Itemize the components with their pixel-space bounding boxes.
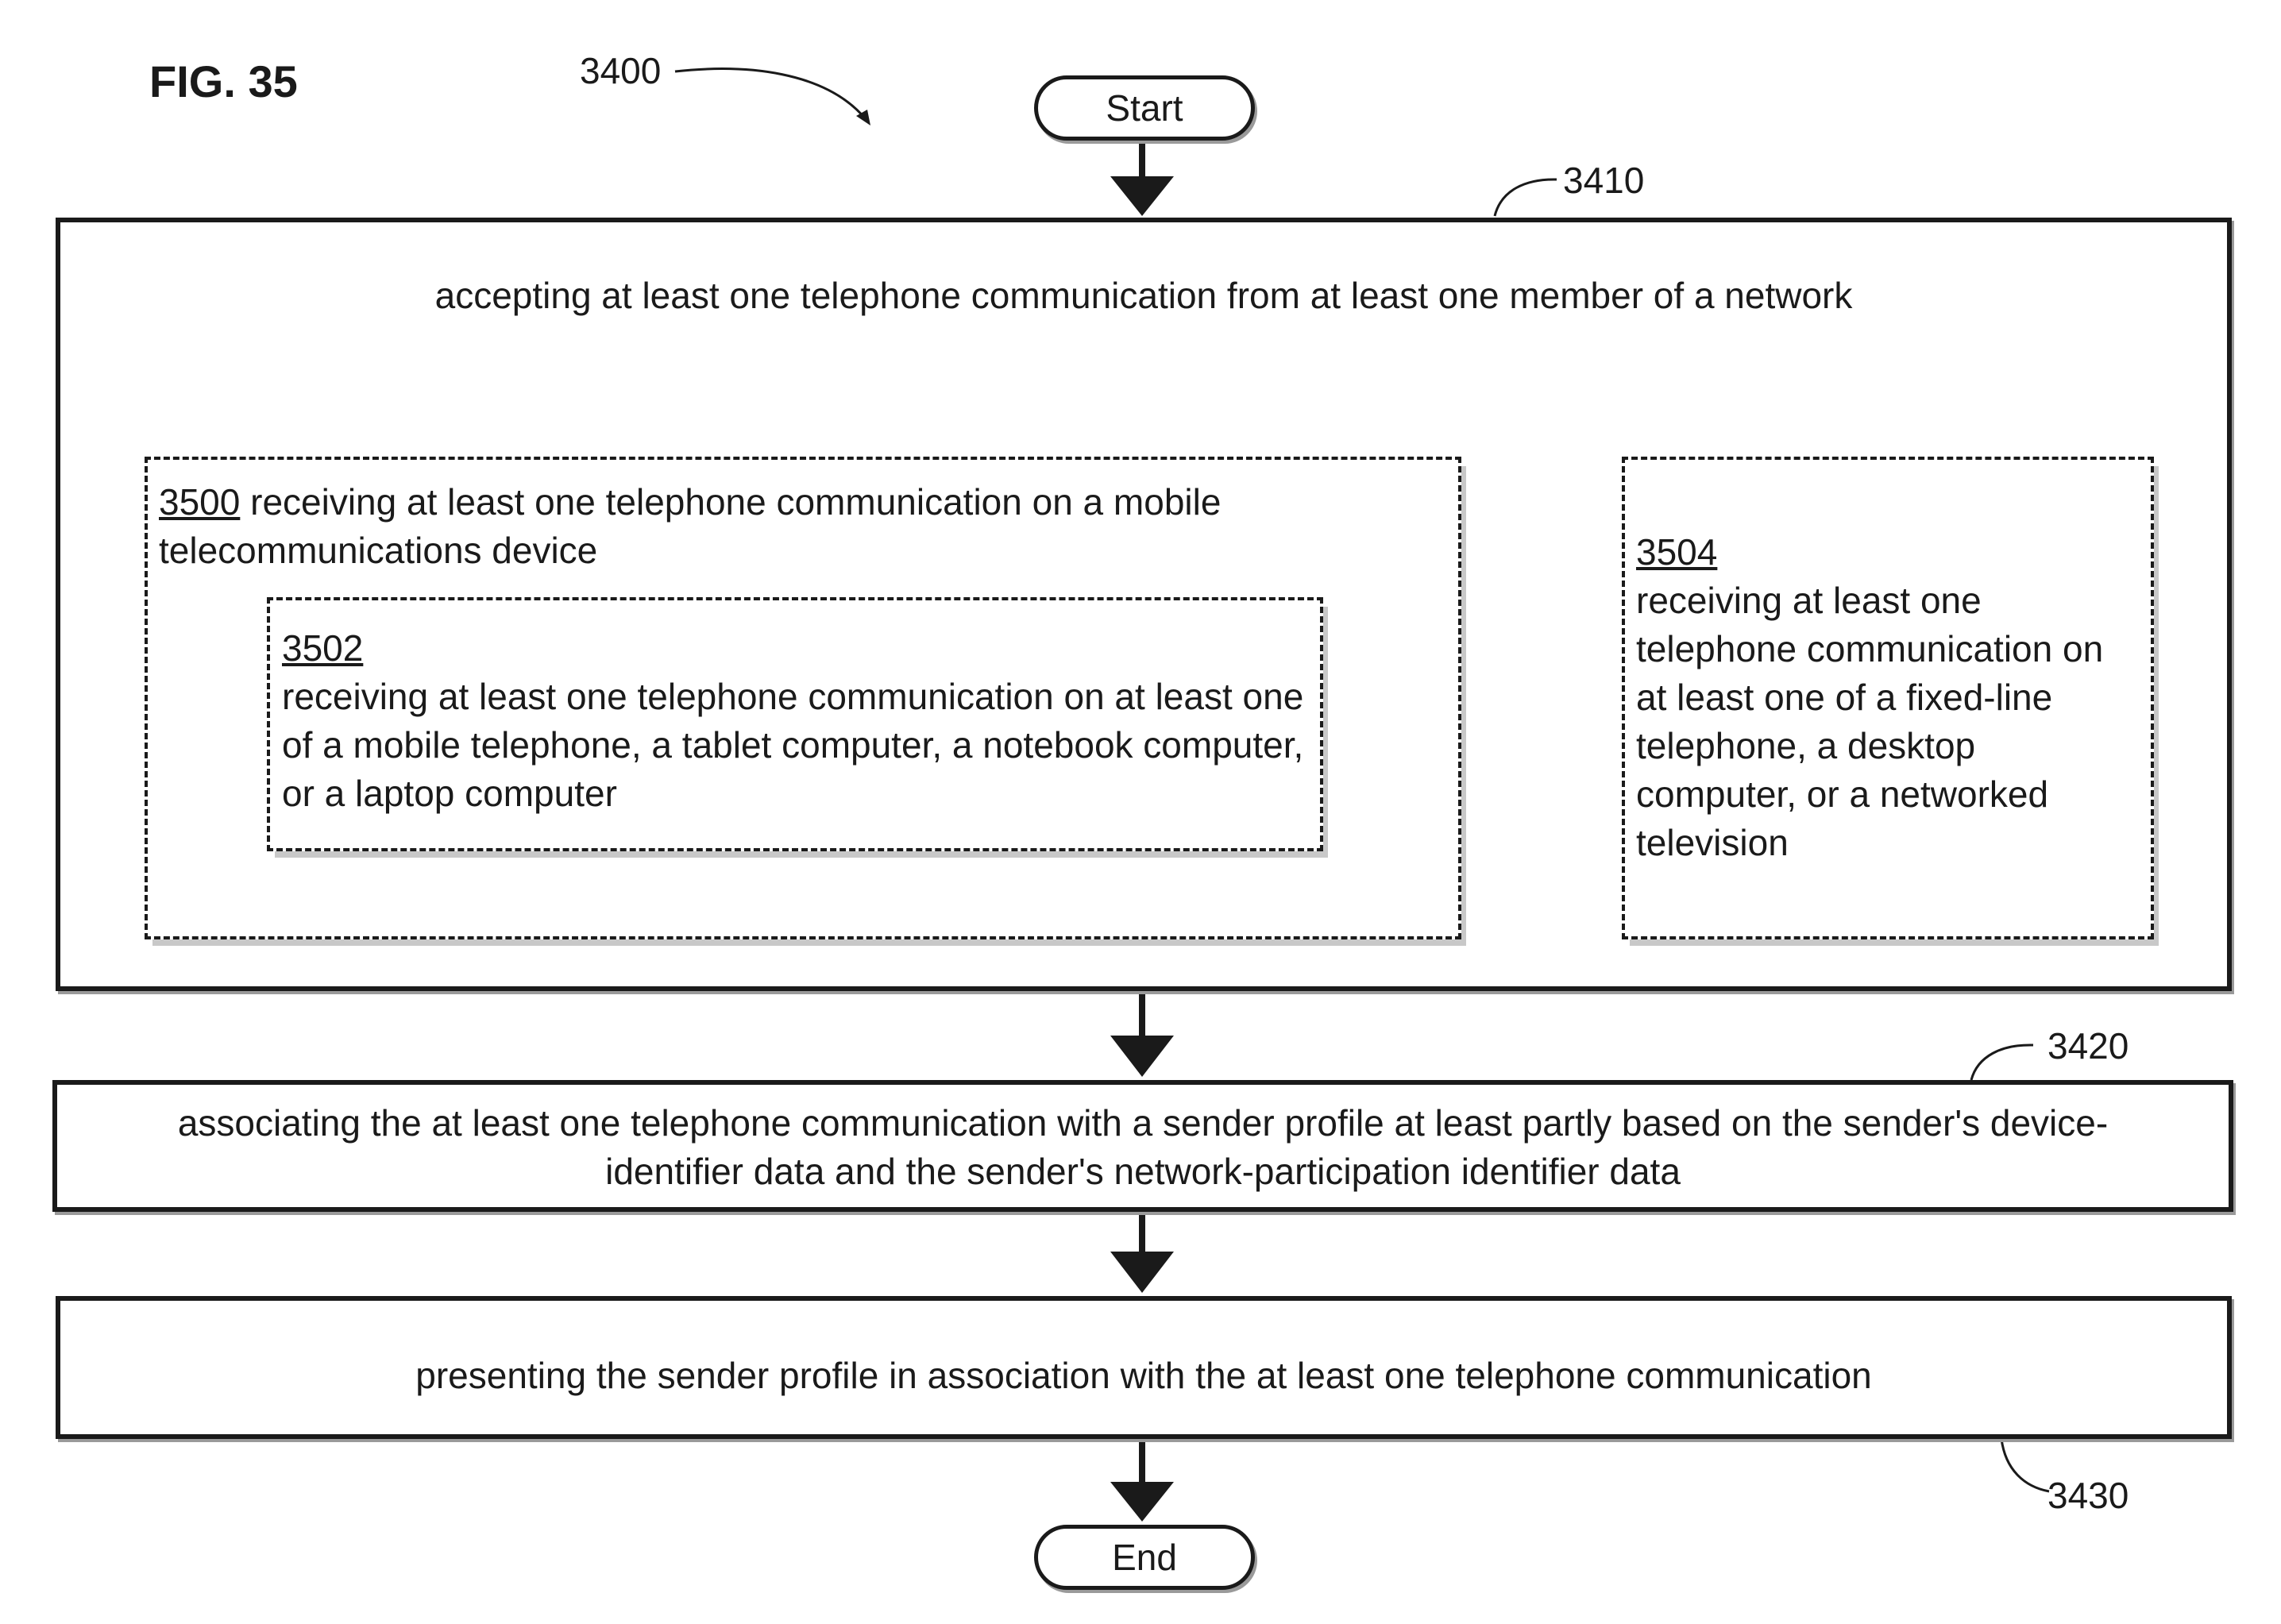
substep-3502-content: 3502 receiving at least one telephone co… (282, 624, 1306, 818)
step-3410-text: accepting at least one telephone communi… (56, 272, 2232, 320)
step-3430-text: presenting the sender profile in associa… (56, 1352, 2232, 1400)
figure-title: FIG. 35 (149, 56, 298, 107)
substep-3500-line2: telecommunications device (159, 530, 597, 571)
step-3420-ref: 3420 (2047, 1024, 2129, 1067)
substep-3500-text: 3500 receiving at least one telephone co… (159, 478, 1445, 575)
arrow-start-to-3410 (1110, 139, 1174, 216)
substep-3504-ref: 3504 (1636, 528, 2113, 577)
leader-3410 (1495, 179, 1557, 216)
substep-3504-content: 3504 receiving at least one telephone co… (1636, 528, 2113, 867)
end-terminal: End (1034, 1525, 1255, 1590)
figure-ref-3400: 3400 (580, 49, 661, 92)
step-3410-ref: 3410 (1563, 159, 1644, 202)
substep-3500-ref: 3500 (159, 481, 240, 523)
step-3420-text: associating the at least one telephone c… (52, 1099, 2233, 1196)
leader-3400 (675, 69, 866, 119)
start-terminal: Start (1034, 75, 1255, 141)
leader-3430 (2001, 1439, 2049, 1491)
end-label: End (1112, 1536, 1177, 1579)
arrow-3420-to-3430 (1110, 1212, 1174, 1293)
substep-3500-line1: receiving at least one telephone communi… (250, 481, 1221, 523)
arrow-3430-to-end (1110, 1439, 1174, 1522)
step-3420-line1: associating the at least one telephone c… (178, 1102, 2108, 1144)
substep-3502-ref: 3502 (282, 624, 1306, 673)
substep-3504-text: receiving at least one telephone communi… (1636, 577, 2113, 867)
arrow-3410-to-3420 (1110, 991, 1174, 1077)
start-label: Start (1106, 87, 1183, 129)
step-3430-ref: 3430 (2047, 1474, 2129, 1517)
substep-3502-text: receiving at least one telephone communi… (282, 673, 1306, 818)
leader-3420 (1971, 1045, 2033, 1080)
step-3420-line2: identifier data and the sender's network… (605, 1151, 1681, 1192)
